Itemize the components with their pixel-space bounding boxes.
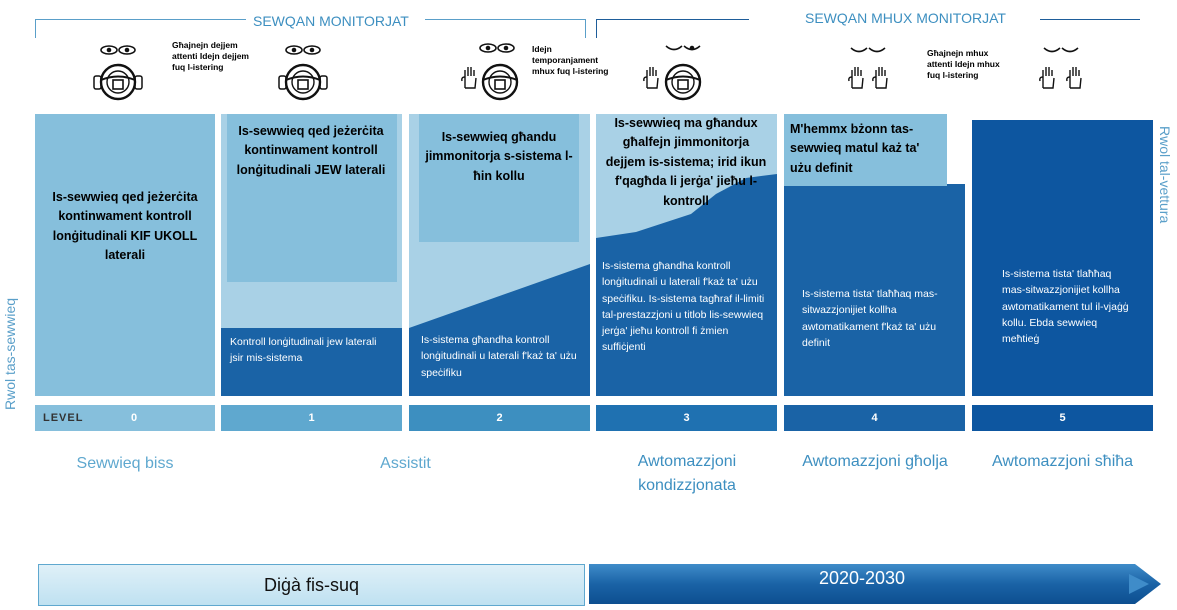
driver-role-label: Rwol tas-sewwieq: [2, 297, 18, 410]
level-label: LEVEL: [43, 412, 84, 424]
level-number: 3: [683, 412, 690, 424]
eyes-open-icon: [479, 43, 515, 53]
hand-raised-icon: [848, 66, 864, 89]
level-4-system-area: [784, 184, 965, 396]
category-assisted: Assistit: [380, 455, 431, 472]
level-4-bar: 4: [784, 405, 965, 431]
level-number: 4: [871, 412, 878, 424]
level-3-driver-area: [596, 114, 777, 238]
hand-raised-icon: [1039, 66, 1055, 89]
level-1-column: Is-sewwieq qed jeżerċita kontinwament ko…: [221, 114, 402, 396]
level-3-column: Is-sewwieq ma għandux għalfejn jimmonito…: [596, 114, 777, 396]
level-1-driver-box: [227, 114, 397, 282]
timeline-now-box: Diġà fis-suq: [38, 564, 585, 606]
level-5-bar: 5: [972, 405, 1153, 431]
steering-wheel-icon: [93, 63, 143, 101]
level-number: 0: [131, 412, 138, 424]
monitored-bracket-right: [425, 19, 586, 38]
level-2-column: Is-sewwieq għandu jimmonitorja s-sistema…: [409, 114, 590, 396]
vehicle-role-label: Rwol tal-vettura: [1157, 126, 1173, 224]
unmonitored-bracket-right: [1040, 19, 1140, 21]
level-2-system-text: Is-sistema għandha kontroll lonġitudinal…: [421, 334, 577, 379]
level-3-bar: 3: [596, 405, 777, 431]
level-0-driver-text: Is-sewwieq qed jeżerċita kontinwament ko…: [52, 190, 198, 263]
eyes-closed-icon: [850, 47, 886, 53]
level-0-bar: LEVEL 0: [35, 405, 215, 431]
steering-wheel-icon: [481, 63, 519, 101]
level-0-column: Is-sewwieq qed jeżerċita kontinwament ko…: [35, 114, 215, 396]
category-high: Awtomazzjoni għolja: [802, 453, 948, 470]
level-4-system-text: Is-sistema tista' tlaħħaq mas-sitwazzjon…: [802, 288, 938, 349]
level-1-system-text: Kontroll lonġitudinali jew laterali jsir…: [230, 336, 377, 365]
hand-raised-icon: [872, 66, 888, 89]
level-number: 5: [1059, 412, 1066, 424]
driver-icons-svg: [93, 43, 1082, 101]
level-number: 1: [308, 412, 315, 424]
level-2-driver-box: [419, 114, 579, 242]
level-5-column: Is-sistema tista' tlaħħaq mas-sitwazzjon…: [972, 120, 1153, 396]
category-driver-only: Sewwieq biss: [76, 455, 174, 472]
note-eyes-on-hands-on: Għajnejn dejjem attenti Idejn dejjem fuq…: [172, 40, 249, 73]
category-full: Awtomazzjoni sħiħa: [991, 453, 1134, 470]
hand-raised-icon: [461, 66, 477, 89]
level-1-bar: 1: [221, 405, 402, 431]
note-hands-temporarily-off: Idejn temporanjament mhux fuq l-istering: [532, 44, 609, 77]
level-2-bar: 2: [409, 405, 590, 431]
eyes-open-icon: [100, 45, 136, 55]
level-4-column: M'hemmx bżonn tas-sewwieq matul każ ta' …: [784, 114, 965, 396]
timeline-future-label: 2020-2030: [818, 568, 906, 588]
level-3-system-text: Is-sistema għandha kontroll lonġitudinal…: [602, 260, 765, 354]
level-5-system-text: Is-sistema tista' tlaħħaq mas-sitwazzjon…: [1002, 268, 1129, 346]
eyes-open-icon: [665, 45, 701, 51]
unmonitored-bracket-left: [596, 19, 749, 38]
steering-wheel-icon: [664, 63, 702, 101]
steering-wheel-icon: [278, 63, 328, 101]
eyes-open-icon: [285, 45, 321, 55]
level-3-driver-text: Is-sewwieq ma għandux għalfejn jimmonito…: [605, 116, 767, 208]
timeline-now-label: Diġà fis-suq: [263, 574, 360, 595]
level-2-driver-text: Is-sewwieq għandu jimmonitorja s-sistema…: [425, 130, 573, 183]
level-4-driver-box: [784, 114, 947, 186]
eyes-closed-icon: [1043, 47, 1079, 53]
monitored-bracket-left: [35, 19, 246, 38]
level-1-system-area: [221, 328, 402, 396]
category-conditional: Awtomazzjoni kondizzjonata: [637, 453, 737, 494]
level-2-system-area: [409, 264, 590, 396]
monitored-label: SEWQAN MONITORJAT: [253, 13, 409, 29]
level-4-driver-text: M'hemmx bżonn tas-sewwieq matul każ ta' …: [790, 122, 920, 175]
level-number: 2: [496, 412, 503, 424]
level-1-driver-text: Is-sewwieq qed jeżerċita kontinwament ko…: [236, 124, 386, 177]
unmonitored-label: SEWQAN MHUX MONITORJAT: [805, 10, 1006, 26]
timeline-future-arrow: [589, 564, 1161, 604]
hand-raised-icon: [1066, 66, 1082, 89]
note-eyes-off-hands-off: Għajnejn mhux attenti Idejn mhux fuq l-i…: [927, 48, 1000, 81]
hand-raised-icon: [643, 66, 659, 89]
